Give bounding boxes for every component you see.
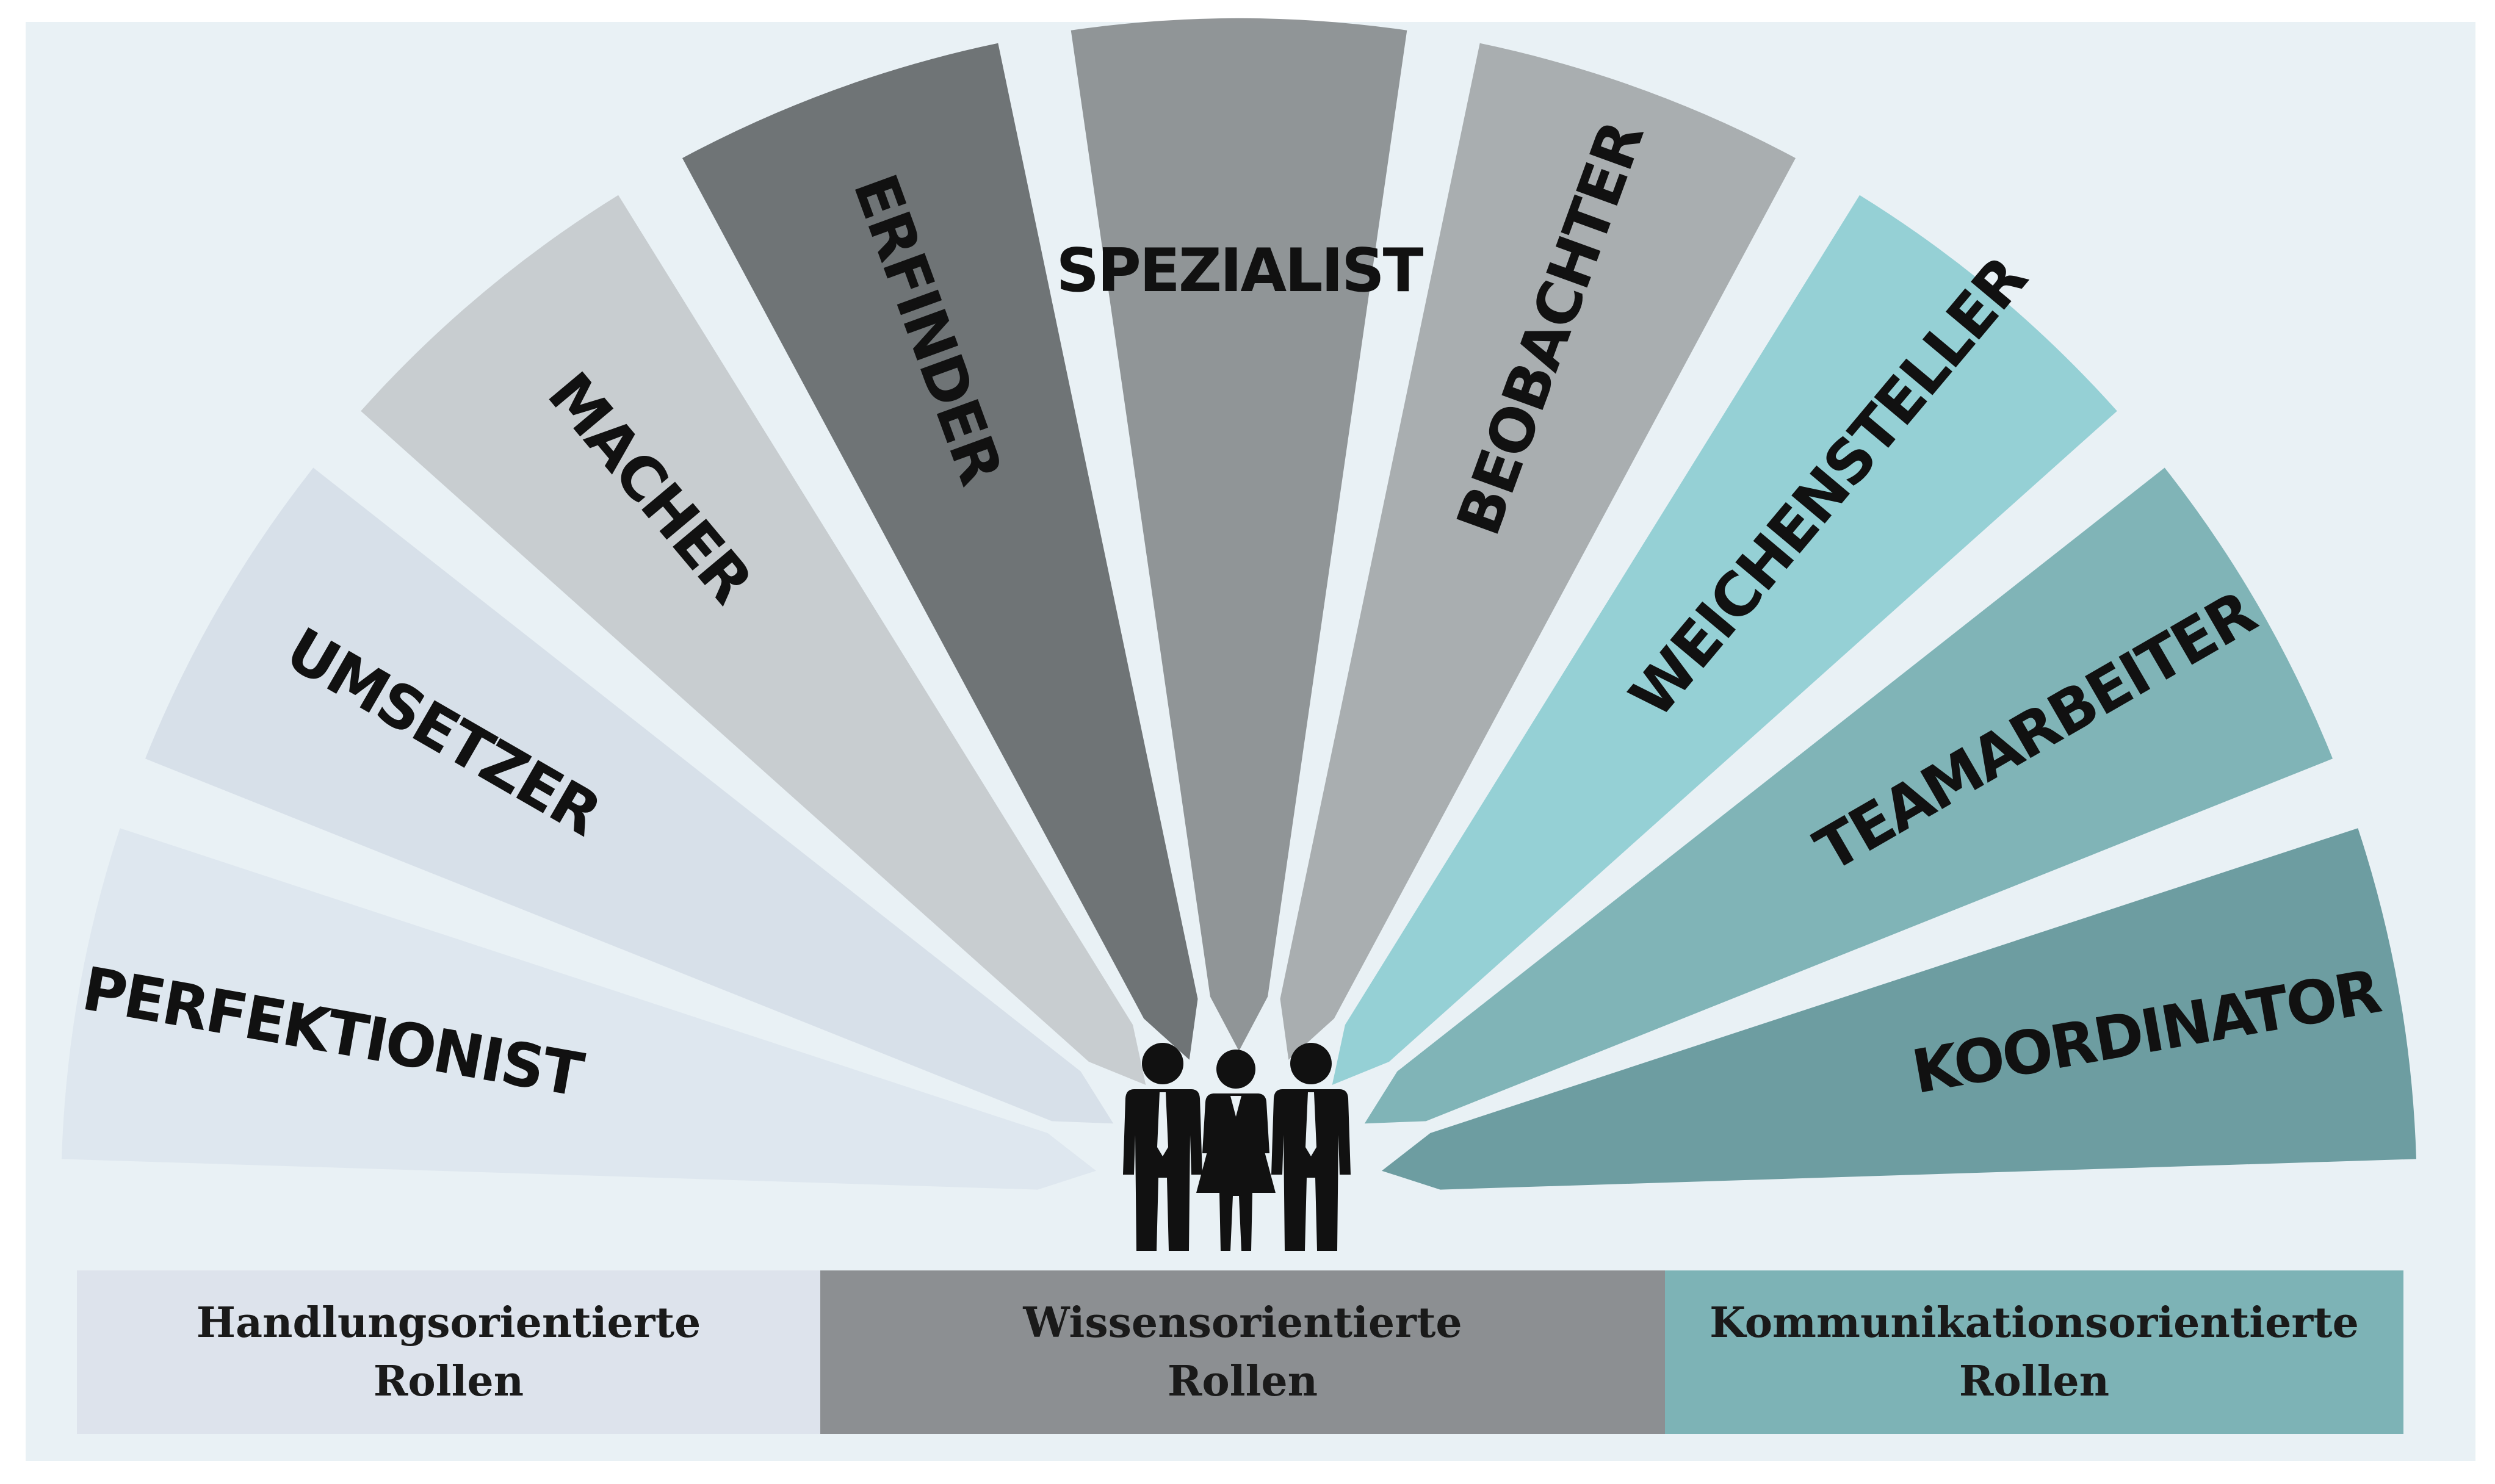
role-ray-koordinator (1382, 828, 2416, 1190)
role-ray-erfinder (682, 43, 1198, 1060)
category-line2: Rollen (1959, 1357, 2110, 1406)
team-people-icon (1123, 1043, 1351, 1251)
category-line1: Kommunikationsorientierte (1710, 1298, 2359, 1347)
category-box-kommunikationsorientiert: Kommunikationsorientierte Rollen (1665, 1270, 2403, 1434)
role-label-spezialist: SPEZIALIST (1056, 236, 1423, 306)
category-box-handlungsorientiert: Handlungsorientierte Rollen (77, 1270, 820, 1434)
role-ray-spezialist (1071, 18, 1407, 1051)
category-line2: Rollen (1167, 1357, 1318, 1406)
category-line1: Handlungsorientierte (196, 1298, 701, 1347)
category-line1: Wissensorientierte (1023, 1298, 1462, 1347)
role-ray-macher (361, 195, 1146, 1086)
role-ray-teamarbeiter (1364, 467, 2333, 1124)
role-ray-beobachter (1280, 43, 1796, 1060)
person-right (1271, 1043, 1351, 1251)
person-middle (1196, 1050, 1276, 1251)
category-box-wissensorientiert: Wissensorientierte Rollen (820, 1270, 1665, 1434)
person-left (1123, 1043, 1202, 1251)
category-line2: Rollen (373, 1357, 524, 1406)
role-ray-umsetzer (145, 467, 1114, 1124)
role-ray-weichensteller (1332, 195, 2117, 1086)
role-ray-perfektionist (62, 828, 1096, 1190)
